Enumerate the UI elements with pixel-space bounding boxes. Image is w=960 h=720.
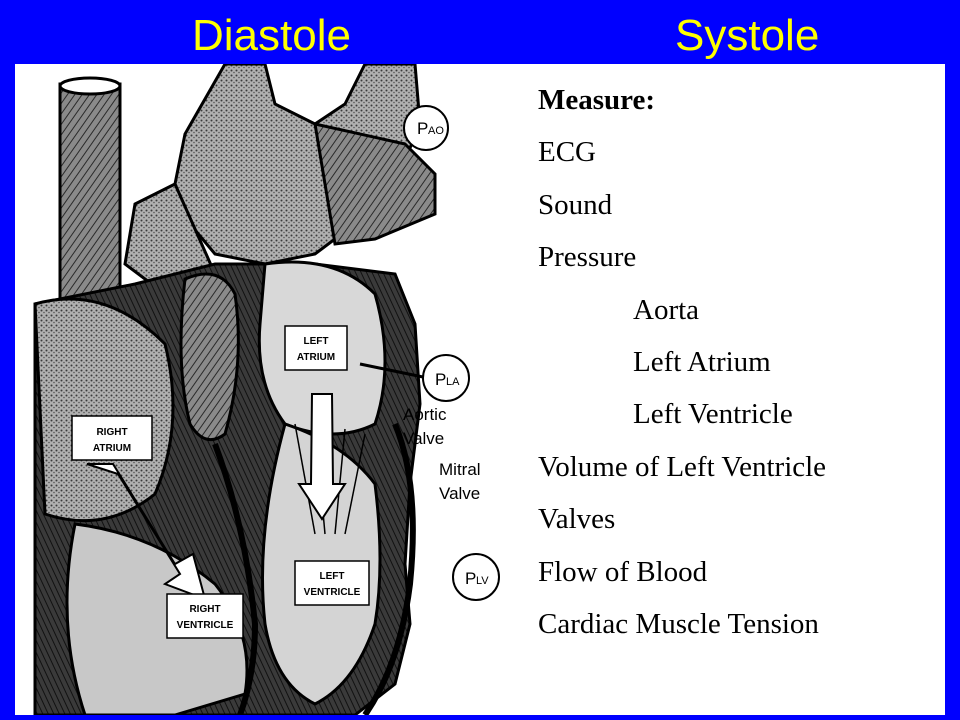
measure-item-ecg: ECG [538,136,596,169]
svg-text:LEFT: LEFT [320,571,345,582]
svg-text:VENTRICLE: VENTRICLE [177,620,234,631]
svg-text:Valve: Valve [403,429,444,448]
svg-text:P: P [435,370,446,389]
pressure-point-left-ventricle: P LV [452,553,500,601]
measure-item-sound: Sound [538,188,613,221]
measure-list: Measure: ECG Sound Pressure Aorta Left A… [538,78,826,654]
svg-text:Aortic: Aortic [403,405,447,424]
measure-item-volume: Volume of Left Ventricle [538,450,827,483]
svg-text:ATRIUM: ATRIUM [297,352,335,363]
svg-text:LA: LA [446,376,460,388]
content-panel: LEFT ATRIUM RIGHT ATRIUM LEFT VENTRICLE … [15,64,945,715]
great-vessels [123,64,437,296]
title-diastole: Diastole [192,11,351,60]
measure-item-left-atrium: Left Atrium [633,345,771,378]
label-left-atrium: LEFT ATRIUM [284,325,348,371]
label-right-ventricle: RIGHT VENTRICLE [166,593,244,639]
pressure-point-aorta: P AO [403,105,449,151]
heart-body [33,260,422,715]
measure-item-left-ventricle: Left Ventricle [633,398,793,431]
label-right-atrium: RIGHT ATRIUM [71,415,153,461]
svg-text:P: P [465,569,476,588]
svg-text:AO: AO [428,125,444,137]
svg-text:LEFT: LEFT [304,336,329,347]
svg-text:P: P [417,119,428,138]
callout-aortic-valve: Aortic Valve [403,405,447,448]
svg-text:RIGHT: RIGHT [96,427,127,438]
measure-item-pressure: Pressure [538,241,637,274]
label-left-ventricle: LEFT VENTRICLE [294,560,370,606]
heart-diagram: LEFT ATRIUM RIGHT ATRIUM LEFT VENTRICLE … [33,64,945,715]
svg-text:ATRIUM: ATRIUM [93,443,131,454]
svg-text:Mitral: Mitral [439,460,481,479]
pressure-point-left-atrium: P LA [359,354,470,402]
measure-heading: Measure: [538,84,656,116]
svg-text:LV: LV [476,575,489,587]
callout-mitral-valve: Mitral Valve [439,460,481,503]
title-systole: Systole [675,11,820,60]
measure-item-tension: Cardiac Muscle Tension [538,607,819,640]
measure-item-valves: Valves [538,503,616,536]
measure-item-aorta: Aorta [633,293,700,326]
svg-text:VENTRICLE: VENTRICLE [304,587,361,598]
svg-text:Valve: Valve [439,484,480,503]
measure-item-flow: Flow of Blood [538,555,708,588]
svg-text:RIGHT: RIGHT [189,604,220,615]
